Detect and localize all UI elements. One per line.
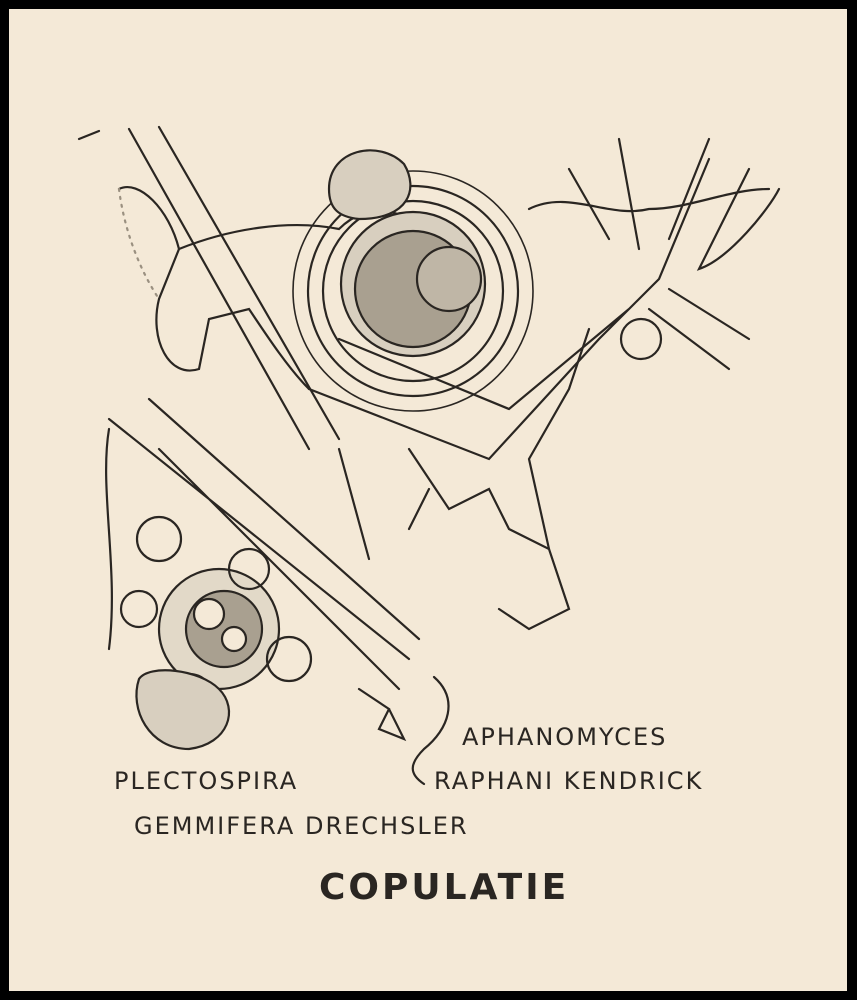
plectospira-drawing [105, 397, 421, 751]
aphanomyces-drawing [77, 125, 781, 631]
species-2-genus: PLECTOSPIRA [114, 767, 299, 795]
species-2-name: GEMMIFERA DRECHSLER [134, 812, 469, 840]
species-1-genus: APHANOMYCES [462, 723, 668, 751]
chart-title: COPULATIE [319, 867, 570, 908]
fungus-illustration [77, 125, 781, 786]
species-1-name: RAPHANI KENDRICK [434, 767, 704, 795]
brace [411, 675, 450, 786]
illustration-sheet: APHANOMYCES RAPHANI KENDRICK PLECTOSPIRA… [9, 9, 847, 991]
